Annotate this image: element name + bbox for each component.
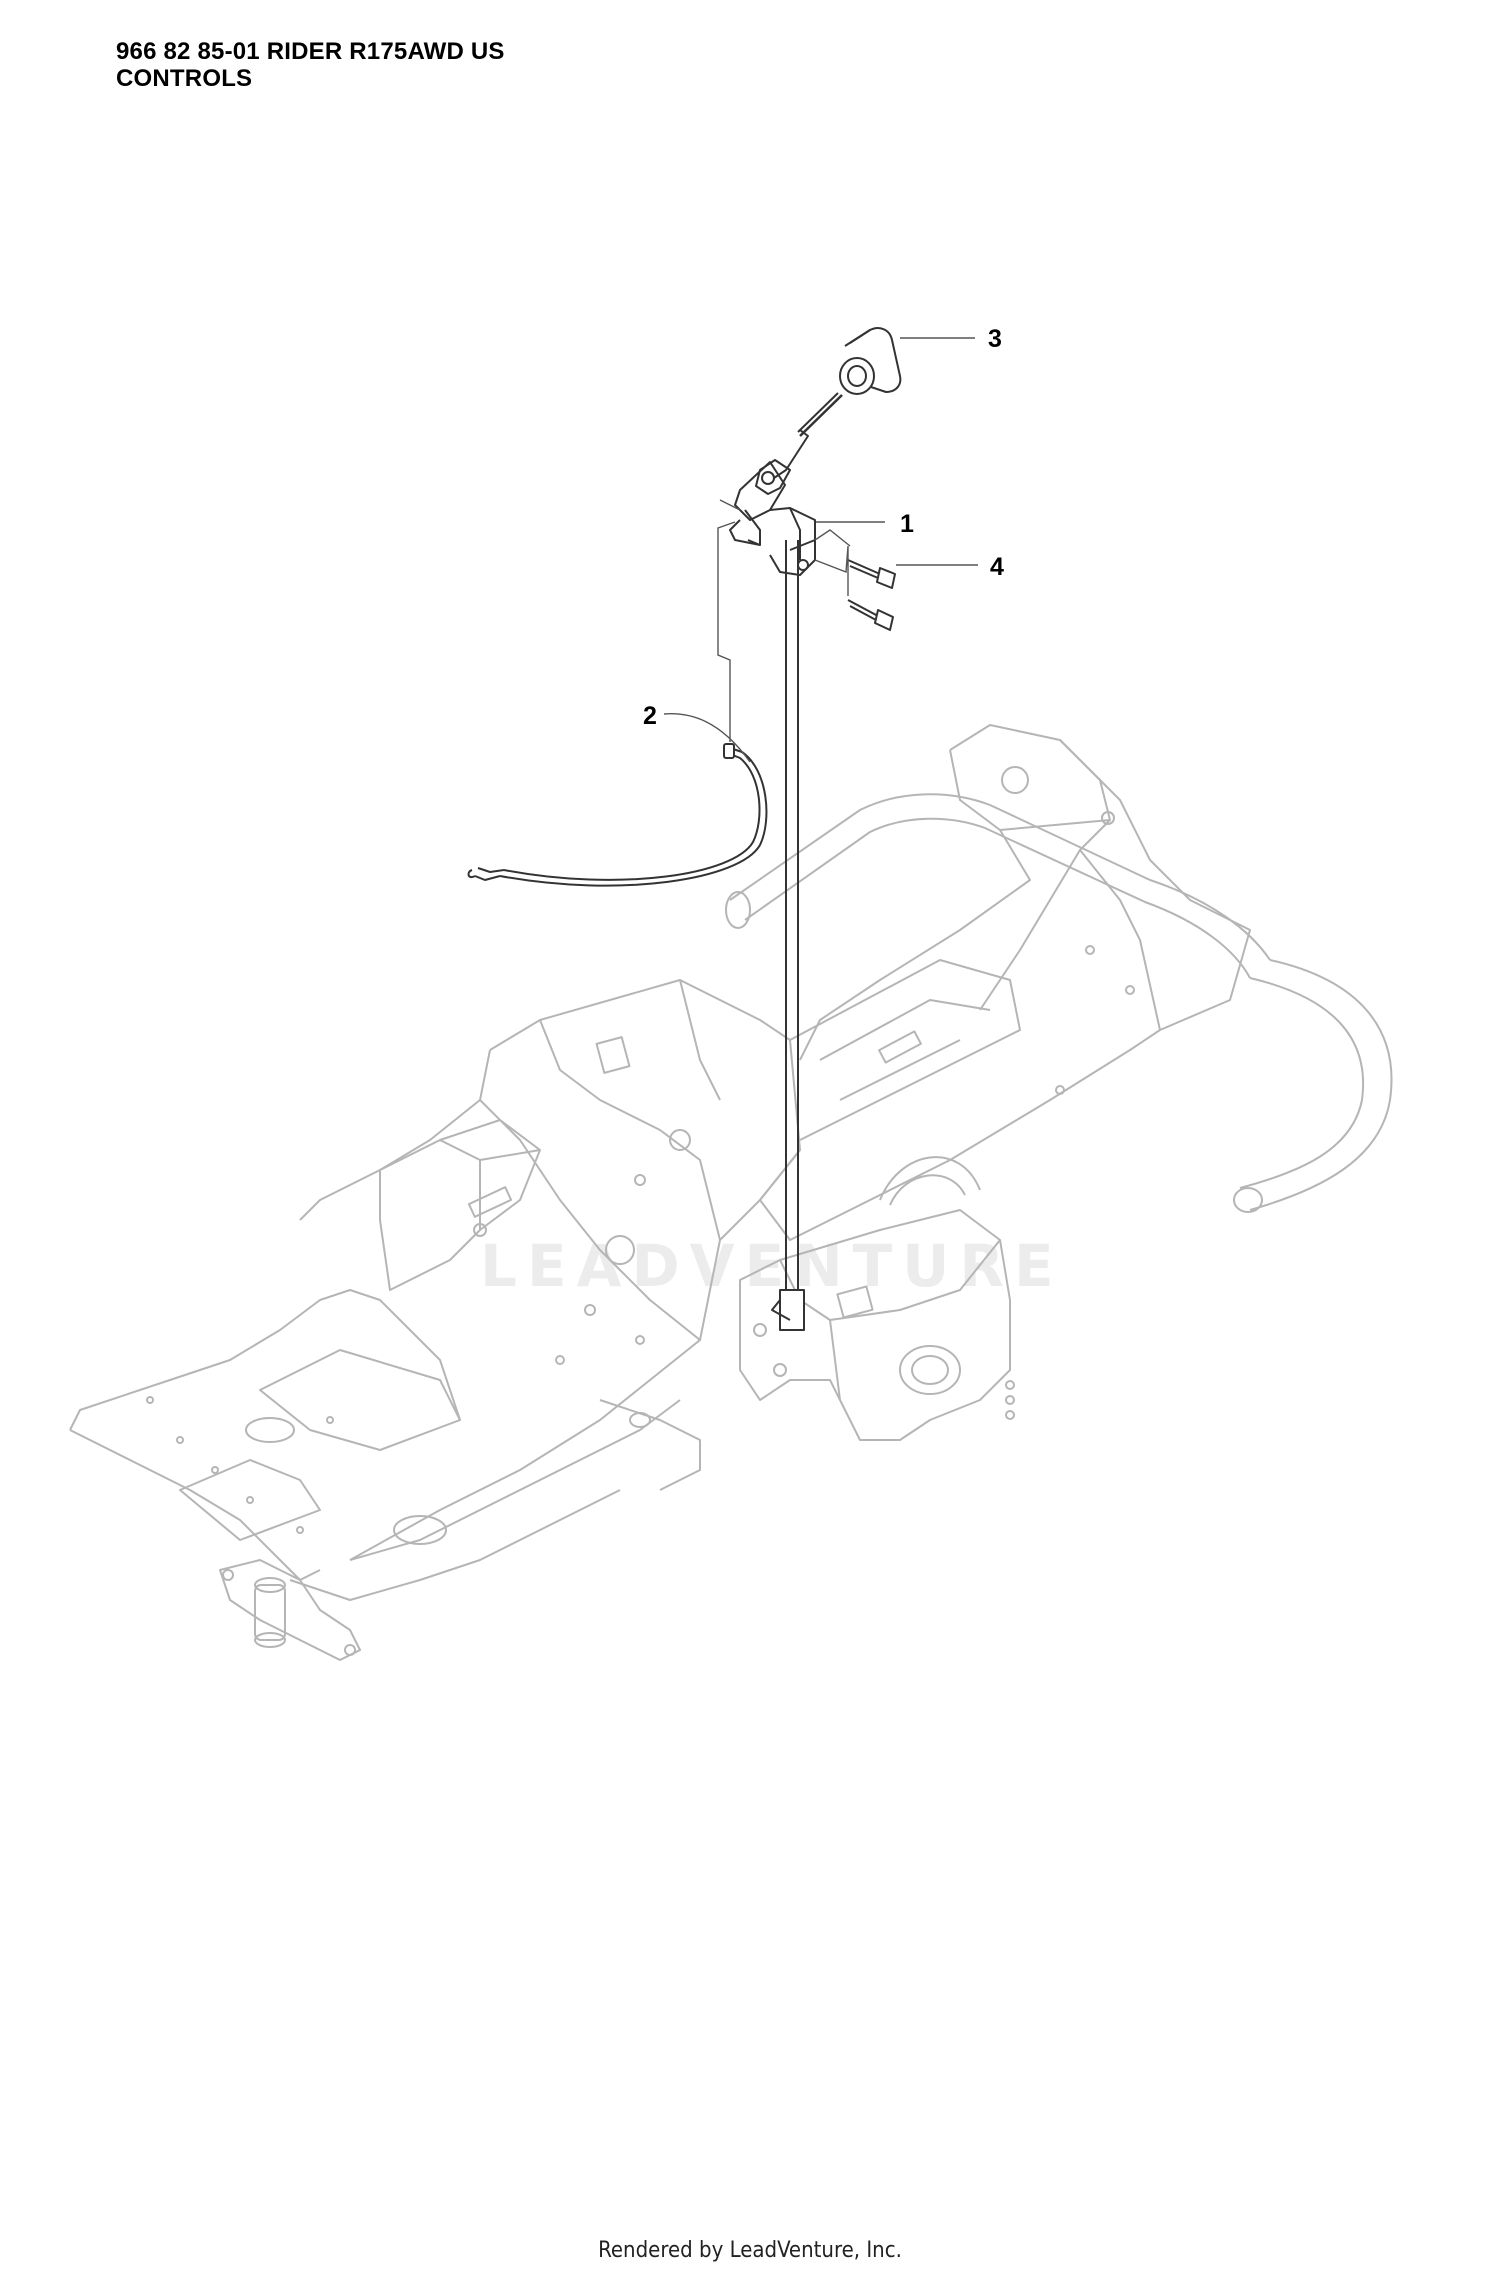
screw-part-lower bbox=[847, 599, 894, 631]
footer-credit: Rendered by LeadVenture, Inc. bbox=[598, 2238, 902, 2263]
leader-lines bbox=[663, 337, 978, 763]
callouts: 3 1 4 2 bbox=[643, 325, 1004, 730]
main-parts bbox=[467, 327, 902, 1331]
callout-2: 2 bbox=[643, 702, 657, 730]
mower-frame bbox=[69, 724, 1393, 1661]
callout-4: 4 bbox=[990, 553, 1004, 581]
callout-3: 3 bbox=[988, 325, 1002, 353]
callout-1: 1 bbox=[900, 510, 914, 538]
diagram-title: 966 82 85-01 RIDER R175AWD US CONTROLS bbox=[116, 38, 505, 92]
screw-part-upper bbox=[847, 559, 896, 589]
control-rod bbox=[771, 540, 805, 1331]
model-line: 966 82 85-01 RIDER R175AWD US bbox=[116, 38, 505, 65]
section-name: CONTROLS bbox=[116, 65, 253, 92]
knob-part bbox=[839, 327, 902, 395]
throttle-cable-part bbox=[467, 743, 768, 887]
control-bracket-part bbox=[729, 429, 816, 576]
